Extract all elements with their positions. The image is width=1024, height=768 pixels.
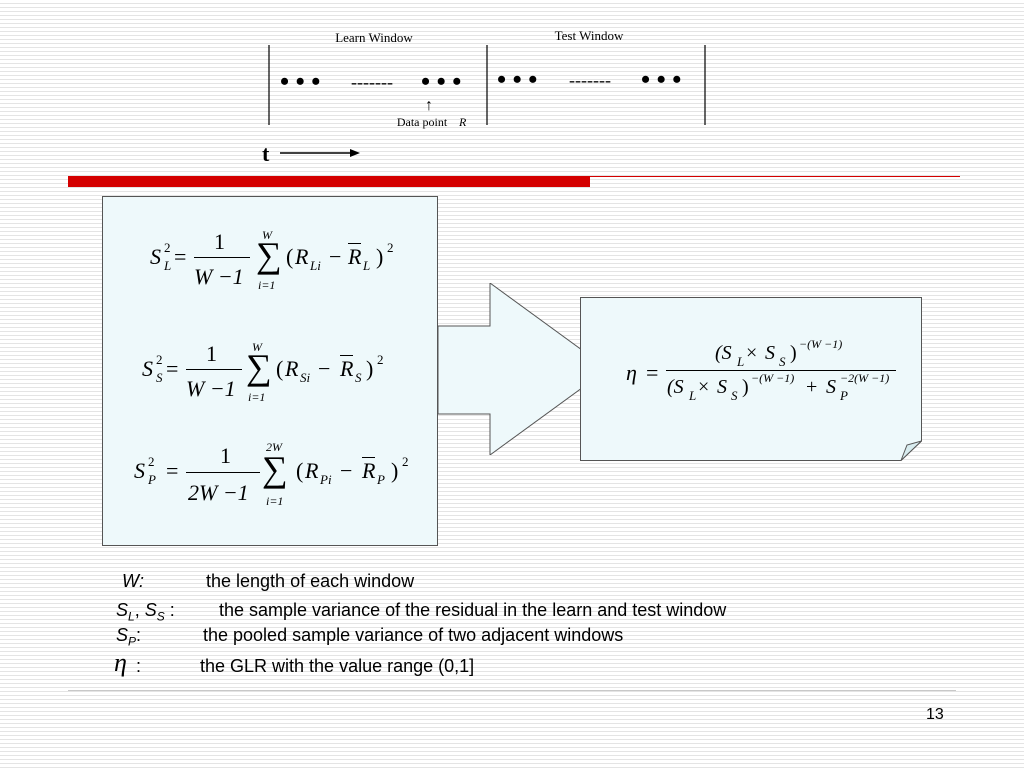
- learn-window-label: Learn Window: [335, 30, 413, 45]
- legend-w-text: the length of each window: [206, 571, 415, 591]
- legend-w: W: the length of each window: [122, 571, 414, 592]
- data-point-var: R: [458, 115, 467, 129]
- test-dots-2: • • •: [641, 65, 681, 94]
- footer-divider: [68, 690, 956, 691]
- test-dashes: -------: [569, 70, 611, 90]
- timeline-diagram: Learn Window Test Window • • • ------- •…: [262, 28, 706, 166]
- test-dots-1: • • •: [497, 65, 537, 94]
- glr-formula-box: [580, 297, 922, 461]
- legend-sl-ss: SL, SS : the sample variance of the resi…: [116, 600, 727, 624]
- page-number: 13: [926, 706, 944, 723]
- accent-red-line: [590, 176, 960, 177]
- legend-eta: η : the GLR with the value range (0,1]: [114, 648, 475, 677]
- learn-dots-1: • • •: [280, 67, 320, 96]
- legend-w-symbol: W:: [122, 571, 144, 591]
- legend-eta-symbol: η: [114, 648, 127, 677]
- learn-dots-2: • • •: [421, 67, 461, 96]
- test-window-label: Test Window: [555, 28, 624, 43]
- learn-dashes: -------: [351, 72, 393, 92]
- legend-eta-text: the GLR with the value range (0,1]: [200, 656, 475, 676]
- data-point-up-arrow: ↑: [425, 97, 433, 114]
- accent-red-bar: [68, 176, 590, 187]
- legend-sp: SP: the pooled sample variance of two ad…: [116, 625, 624, 649]
- data-point-label: Data point: [397, 115, 448, 129]
- legend-sp-text: the pooled sample variance of two adjace…: [203, 625, 624, 645]
- time-arrow-head: [350, 149, 360, 157]
- legend-sl-ss-text: the sample variance of the residual in t…: [219, 600, 727, 620]
- big-right-arrow: [438, 283, 609, 455]
- variance-formulas-box: [102, 196, 438, 546]
- time-label: t: [262, 141, 270, 166]
